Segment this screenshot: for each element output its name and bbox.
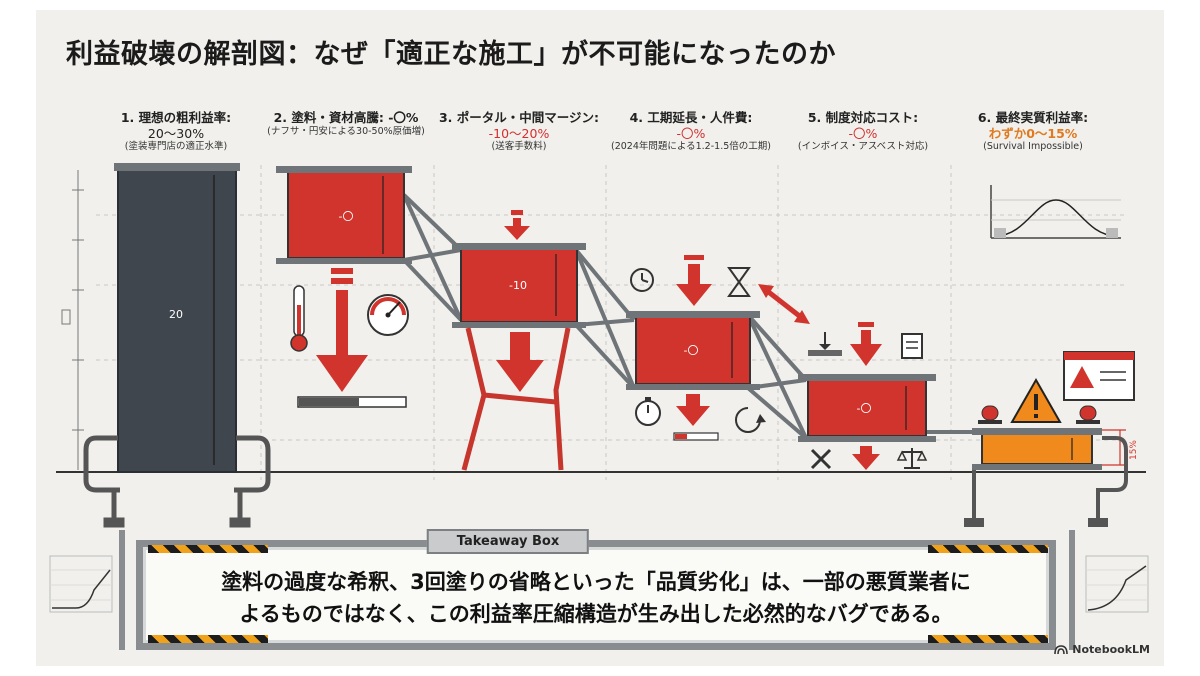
gauge-icon bbox=[367, 294, 409, 336]
takeaway-tab: Takeaway Box bbox=[426, 529, 590, 554]
clamp-left bbox=[83, 435, 125, 528]
hazard-stripe-top-left bbox=[148, 545, 268, 553]
column-heading: 4. 工期延長・人件費: bbox=[629, 110, 753, 125]
truss-structure bbox=[402, 193, 976, 440]
siren-right-icon bbox=[1076, 405, 1100, 424]
column-label-portal: 3. ポータル・中間マージン: -10〜20% (送客手数料) bbox=[434, 110, 604, 153]
column-label-labor: 4. 工期延長・人件費: -〇% (2024年問題による1.2-1.5倍の工期) bbox=[606, 110, 776, 153]
block-compliance-label: -〇 bbox=[857, 402, 872, 415]
block-portal: -10 bbox=[452, 243, 586, 328]
column-heading: 2. 塗料・資材高騰: -〇% bbox=[273, 110, 419, 125]
column-value: -〇% bbox=[676, 125, 706, 141]
column-value: わずか0〜15% bbox=[988, 125, 1078, 141]
warning-icon bbox=[1010, 377, 1062, 423]
tools-icon bbox=[810, 448, 832, 470]
block-compliance: -〇 bbox=[798, 374, 936, 442]
column-heading: 5. 制度対応コスト: bbox=[807, 110, 919, 125]
alert-window-icon bbox=[1063, 351, 1135, 401]
takeaway-line-2: よるものではなく、この利益率圧縮構造が生み出した必然的なバグである。 bbox=[239, 601, 953, 626]
portal-top-arrow bbox=[504, 210, 530, 240]
hazard-stripe-bottom-left bbox=[148, 635, 268, 643]
block-materials-label: -〇 bbox=[339, 210, 354, 223]
block-materials: -〇 bbox=[276, 166, 412, 264]
portal-down-arrow bbox=[496, 332, 544, 392]
block-portal-label: -10 bbox=[509, 279, 527, 292]
clamp-final-left bbox=[964, 470, 984, 527]
column-value: 20〜30% bbox=[147, 125, 205, 141]
column-note: (送客手数料) bbox=[491, 141, 547, 153]
labor-top-arrow bbox=[676, 255, 712, 306]
press-icon bbox=[808, 332, 842, 356]
left-ruler bbox=[61, 170, 84, 470]
labor-down-arrow bbox=[676, 394, 710, 426]
notebooklm-logo-icon bbox=[1054, 644, 1069, 654]
profit-collapse-diagram: 20 bbox=[49, 163, 1149, 650]
brand-badge: NotebookLM bbox=[1054, 643, 1150, 656]
hourglass-icon bbox=[727, 267, 751, 297]
final-dimension-label: 15% bbox=[1129, 440, 1139, 460]
thermometer-icon bbox=[290, 285, 308, 352]
block-ideal: 20 bbox=[114, 163, 240, 473]
scales-icon bbox=[896, 448, 928, 469]
reload-clock-icon bbox=[735, 407, 766, 433]
clamp-final-right bbox=[1088, 436, 1128, 527]
block-ideal-label: 20 bbox=[169, 308, 183, 321]
block-labor-label: -〇 bbox=[684, 344, 699, 357]
gear-clock-icon bbox=[630, 268, 654, 292]
survival-curve-chart bbox=[990, 185, 1121, 239]
final-dimension: 15% bbox=[1102, 429, 1139, 466]
column-label-final: 6. 最終実質利益率: わずか0〜15% (Survival Impossibl… bbox=[948, 110, 1118, 153]
hazard-stripe-top-right bbox=[928, 545, 1048, 553]
slide: 利益破壊の解剖図：なぜ「適正な施工」が不可能になったのか 1. 理想の粗利益率:… bbox=[36, 10, 1164, 666]
column-heading: 3. ポータル・中間マージン: bbox=[438, 110, 600, 125]
clamp-right bbox=[229, 435, 271, 528]
takeaway-brackets bbox=[119, 530, 1075, 650]
column-note: (ナフサ・円安による30-50%原価増) bbox=[267, 125, 425, 137]
buckling-legs bbox=[461, 327, 571, 471]
column-note: (塗装専門店の適正水準) bbox=[124, 141, 228, 153]
column-value: -〇% bbox=[848, 125, 878, 141]
column-note: (インボイス・アスベスト対応) bbox=[797, 141, 929, 153]
column-note: (2024年問題による1.2-1.5倍の工期) bbox=[611, 141, 771, 153]
stopwatch-icon bbox=[635, 397, 661, 426]
column-heading: 6. 最終実質利益率: bbox=[977, 110, 1089, 125]
column-note: (Survival Impossible) bbox=[983, 141, 1083, 153]
column-value: -10〜20% bbox=[488, 125, 550, 141]
takeaway-box bbox=[136, 540, 1056, 650]
compliance-down-arrow bbox=[852, 446, 880, 470]
column-label-materials: 2. 塗料・資材高騰: -〇% (ナフサ・円安による30-50%原価増) bbox=[261, 110, 431, 138]
takeaway-text: 塗料の過度な希釈、3回塗りの省略といった「品質劣化」は、一部の悪質業者に よるも… bbox=[156, 567, 1036, 630]
column-heading: 1. 理想の粗利益率: bbox=[120, 110, 232, 125]
column-label-ideal: 1. 理想の粗利益率: 20〜30% (塗装専門店の適正水準) bbox=[91, 110, 261, 153]
clipboard-icon bbox=[901, 333, 923, 359]
siren-left-icon bbox=[978, 405, 1002, 424]
small-progress-icon bbox=[673, 432, 719, 441]
page-title: 利益破壊の解剖図：なぜ「適正な施工」が不可能になったのか bbox=[66, 39, 836, 70]
double-arrow-icon bbox=[758, 284, 810, 324]
progress-bar-icon bbox=[297, 396, 407, 408]
left-mini-chart bbox=[49, 555, 113, 613]
takeaway-line-1: 塗料の過度な希釈、3回塗りの省略といった「品質劣化」は、一部の悪質業者に bbox=[221, 570, 971, 594]
compliance-top-arrow bbox=[850, 322, 882, 366]
block-final bbox=[972, 428, 1102, 470]
block-labor: -〇 bbox=[626, 311, 760, 390]
right-mini-chart bbox=[1085, 555, 1149, 613]
column-label-compliance: 5. 制度対応コスト: -〇% (インボイス・アスベスト対応) bbox=[778, 110, 948, 153]
materials-down-arrow bbox=[316, 268, 368, 392]
hazard-stripe-bottom-right bbox=[928, 635, 1048, 643]
brand-text: NotebookLM bbox=[1072, 643, 1150, 656]
